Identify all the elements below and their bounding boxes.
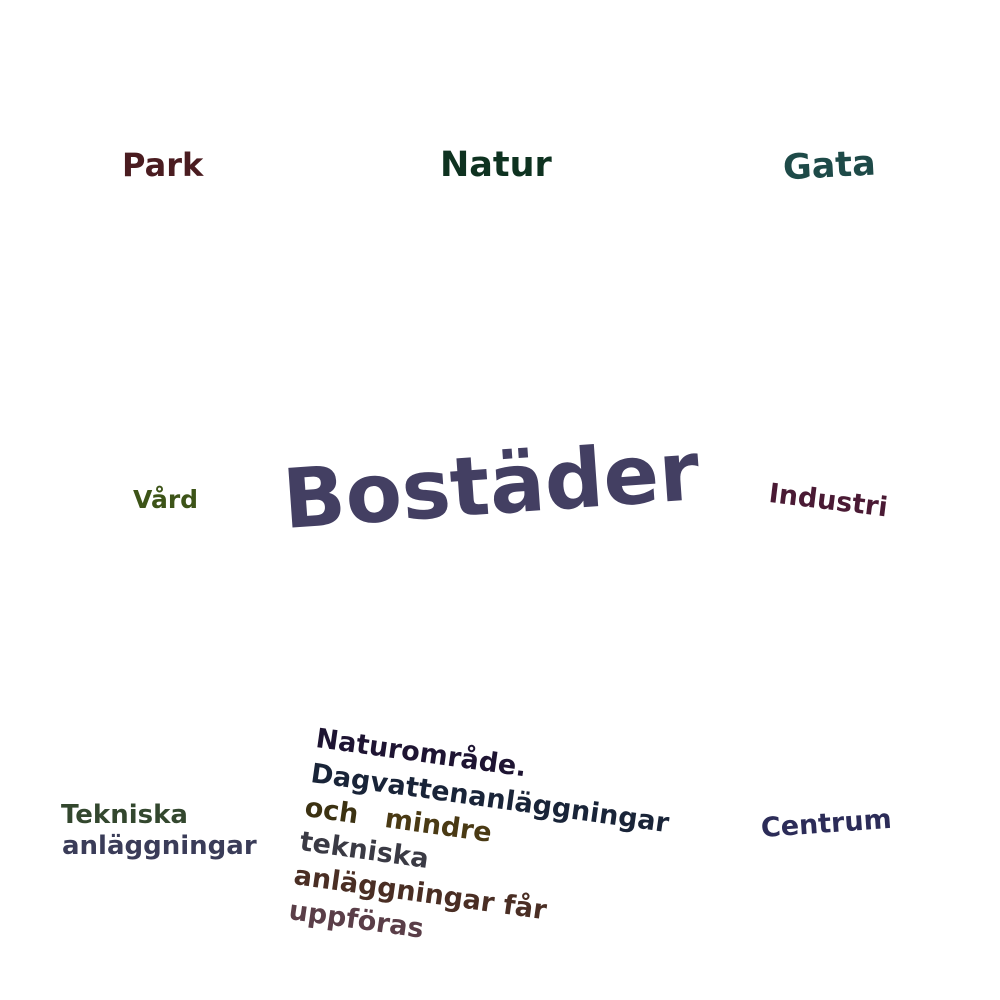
word-line: och bbox=[302, 792, 361, 831]
word-gata: Gata bbox=[781, 143, 877, 189]
word-park: Park bbox=[122, 146, 204, 184]
word-natur: Natur bbox=[440, 145, 552, 185]
word-line: anläggningar bbox=[62, 831, 257, 861]
word-vard: Vård bbox=[133, 485, 199, 514]
word-line: Tekniska bbox=[61, 800, 188, 830]
word-bostader: Bostäder bbox=[279, 424, 703, 548]
word-centrum: Centrum bbox=[759, 803, 893, 844]
word-industri: Industri bbox=[767, 478, 890, 524]
